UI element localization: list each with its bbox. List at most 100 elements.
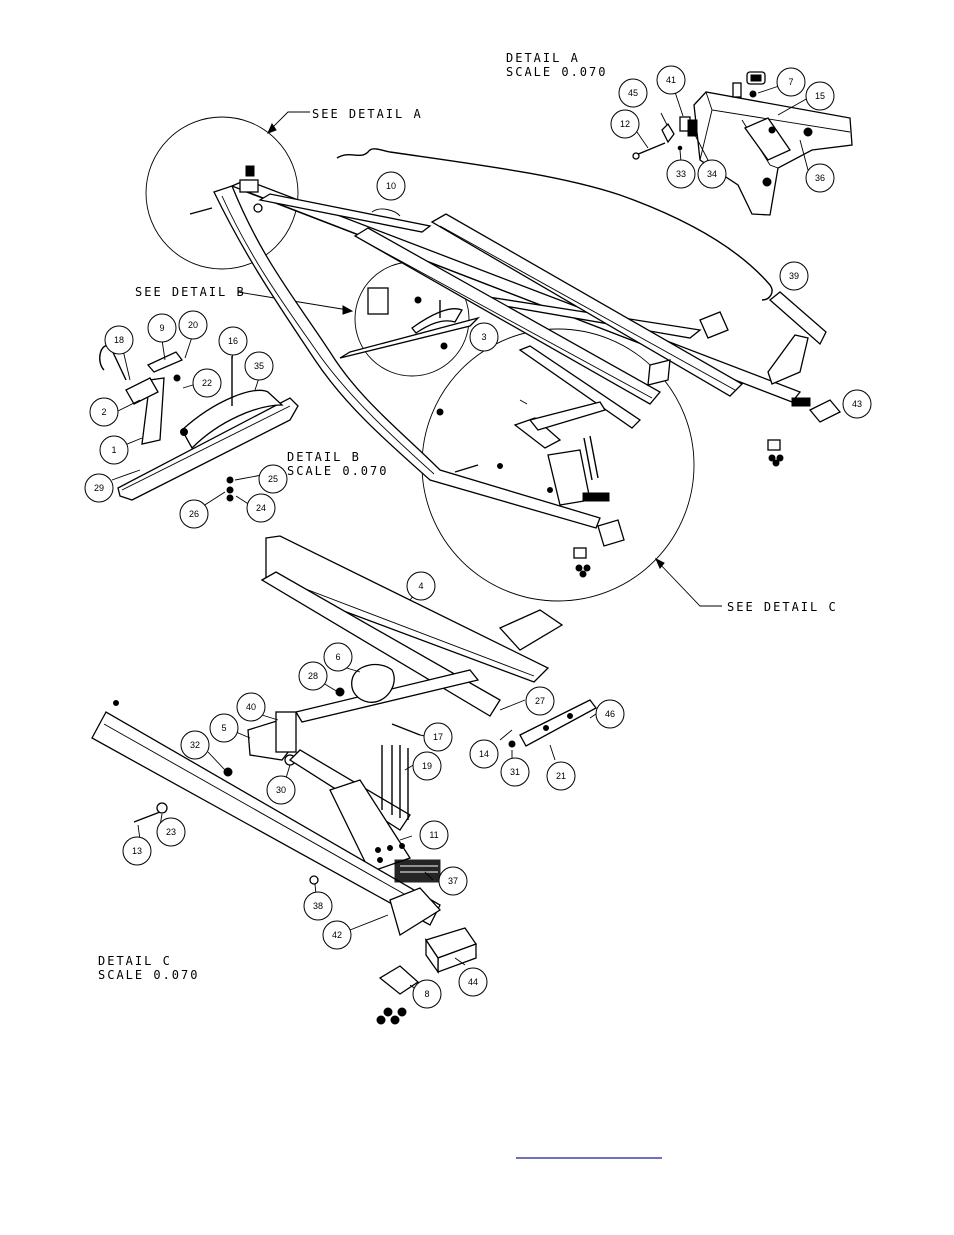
callout-30: 30 <box>266 775 296 805</box>
callout-37: 37 <box>438 866 468 896</box>
callout-29: 29 <box>84 473 114 503</box>
callout-20: 20 <box>178 310 208 340</box>
callout-16: 16 <box>218 326 248 356</box>
svg-text:24: 24 <box>256 503 266 513</box>
callout-42: 42 <box>322 920 352 950</box>
callout-21: 21 <box>546 761 576 791</box>
callout-18: 18 <box>104 325 134 355</box>
callout-28: 28 <box>298 661 328 691</box>
svg-text:32: 32 <box>190 740 200 750</box>
callout-35: 35 <box>244 351 274 381</box>
svg-text:44: 44 <box>468 977 478 987</box>
svg-text:3: 3 <box>481 332 486 342</box>
main-frame-drawing <box>189 148 842 578</box>
svg-text:22: 22 <box>202 378 212 388</box>
svg-text:5: 5 <box>221 723 226 733</box>
svg-text:10: 10 <box>386 181 396 191</box>
callout-25: 25 <box>258 464 288 494</box>
detail-c-drawing <box>91 399 597 1025</box>
callout-46: 46 <box>595 699 625 729</box>
svg-text:42: 42 <box>332 930 342 940</box>
callout-balloons: 45 41 7 15 12 33 34 36 10 39 3 43 18 9 2… <box>84 65 872 1009</box>
svg-text:20: 20 <box>188 320 198 330</box>
svg-text:18: 18 <box>114 335 124 345</box>
callout-22: 22 <box>192 368 222 398</box>
detail-b-scale: SCALE 0.070 <box>287 464 388 478</box>
svg-text:13: 13 <box>132 846 142 856</box>
svg-text:34: 34 <box>707 169 717 179</box>
see-detail-c-label: SEE DETAIL C <box>727 600 838 614</box>
detail-a-drawing <box>632 71 853 216</box>
svg-text:38: 38 <box>313 901 323 911</box>
svg-text:1: 1 <box>111 445 116 455</box>
callout-19: 19 <box>412 751 442 781</box>
svg-text:4: 4 <box>418 581 423 591</box>
callout-39: 39 <box>779 261 809 291</box>
svg-text:19: 19 <box>422 761 432 771</box>
callout-2: 2 <box>89 397 119 427</box>
svg-text:35: 35 <box>254 361 264 371</box>
callout-32: 32 <box>180 730 210 760</box>
svg-text:36: 36 <box>815 173 825 183</box>
callout-43: 43 <box>842 389 872 419</box>
callout-33: 33 <box>666 159 696 189</box>
callout-7: 7 <box>776 67 806 97</box>
callout-4: 4 <box>406 571 436 601</box>
svg-text:45: 45 <box>628 88 638 98</box>
detail-labels: DETAIL A SCALE 0.070 SEE DETAIL A SEE DE… <box>98 51 838 982</box>
callout-11: 11 <box>419 820 449 850</box>
svg-text:31: 31 <box>510 767 520 777</box>
callout-36: 36 <box>805 163 835 193</box>
detail-c-scale: SCALE 0.070 <box>98 968 199 982</box>
callout-13: 13 <box>122 836 152 866</box>
svg-text:39: 39 <box>789 271 799 281</box>
callout-15: 15 <box>805 81 835 111</box>
svg-text:14: 14 <box>479 749 489 759</box>
svg-text:15: 15 <box>815 91 825 101</box>
svg-text:12: 12 <box>620 119 630 129</box>
callout-34: 34 <box>697 159 727 189</box>
svg-text:27: 27 <box>535 696 545 706</box>
detail-a-title: DETAIL A <box>506 51 580 65</box>
svg-text:43: 43 <box>852 399 862 409</box>
callout-38: 38 <box>303 891 333 921</box>
callout-1: 1 <box>99 435 129 465</box>
detail-c-title: DETAIL C <box>98 954 172 968</box>
callout-26: 26 <box>179 499 209 529</box>
callout-8: 8 <box>412 979 442 1009</box>
svg-text:46: 46 <box>605 709 615 719</box>
svg-text:9: 9 <box>159 323 164 333</box>
callout-27: 27 <box>525 686 555 716</box>
svg-text:16: 16 <box>228 336 238 346</box>
svg-text:2: 2 <box>101 407 106 417</box>
callout-44: 44 <box>458 967 488 997</box>
callout-14: 14 <box>469 739 499 769</box>
svg-text:28: 28 <box>308 671 318 681</box>
callout-40: 40 <box>236 692 266 722</box>
svg-text:17: 17 <box>433 732 443 742</box>
callout-9: 9 <box>147 313 177 343</box>
svg-text:41: 41 <box>666 75 676 85</box>
see-detail-b-label: SEE DETAIL B <box>135 285 246 299</box>
svg-text:40: 40 <box>246 702 256 712</box>
svg-text:23: 23 <box>166 827 176 837</box>
svg-text:26: 26 <box>189 509 199 519</box>
callout-17: 17 <box>423 722 453 752</box>
callout-24: 24 <box>246 493 276 523</box>
svg-text:7: 7 <box>788 77 793 87</box>
callout-5: 5 <box>209 713 239 743</box>
svg-text:33: 33 <box>676 169 686 179</box>
callout-41: 41 <box>656 65 686 95</box>
svg-text:37: 37 <box>448 876 458 886</box>
svg-text:29: 29 <box>94 483 104 493</box>
callout-31: 31 <box>500 757 530 787</box>
callout-3: 3 <box>469 322 499 352</box>
callout-23: 23 <box>156 817 186 847</box>
svg-text:11: 11 <box>429 830 438 840</box>
svg-text:25: 25 <box>268 474 278 484</box>
detail-b-title: DETAIL B <box>287 450 361 464</box>
callout-10: 10 <box>376 171 406 201</box>
svg-text:21: 21 <box>556 771 566 781</box>
callout-6: 6 <box>323 642 353 672</box>
svg-text:6: 6 <box>335 652 340 662</box>
